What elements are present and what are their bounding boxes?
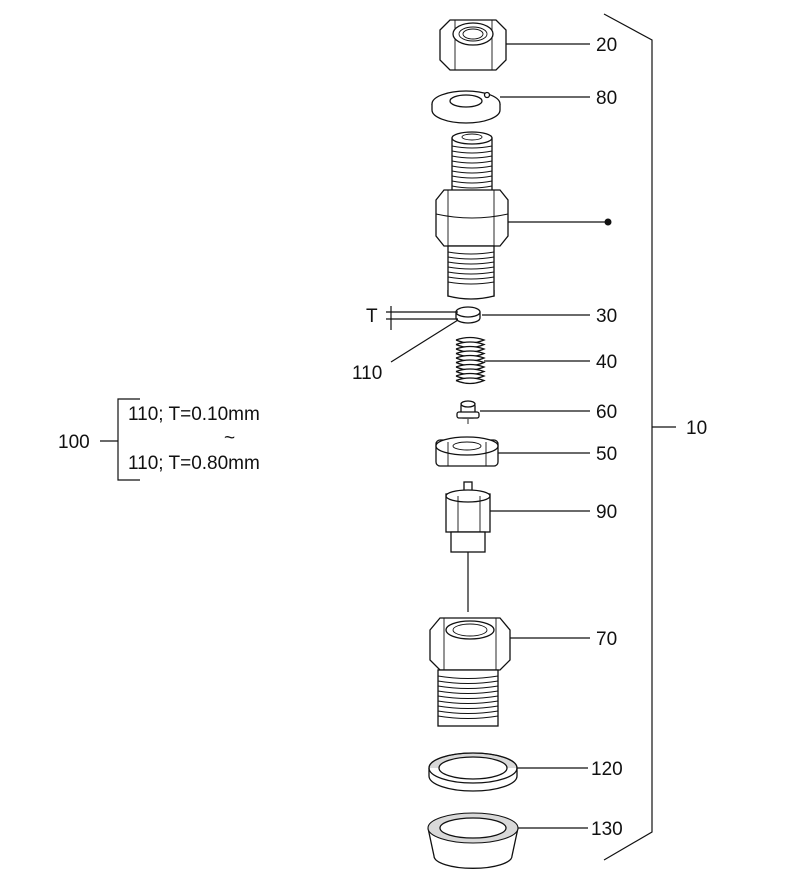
shim-option-range-symbol: ~ [224,428,235,449]
label-50: 50 [596,444,617,465]
line-work [437,680,499,684]
line-work [451,160,493,164]
label-130: 130 [591,819,623,840]
line-work [451,165,493,169]
leader-lines [100,13,676,861]
label-10: 10 [686,418,707,439]
line-work [447,251,495,255]
line-work [455,377,486,385]
line-work [447,276,495,280]
part-20-hex-nut [439,19,507,71]
line-work [437,700,499,704]
line-work [447,281,495,285]
line-work [437,715,499,719]
line-work [447,266,495,270]
line-work [437,690,499,694]
part-130-gasket [427,812,519,869]
part-30-shim [455,306,481,324]
label-120: 120 [591,759,623,780]
line-work [447,261,495,265]
line-work [437,705,499,709]
injector-body [435,131,509,300]
line-work [451,180,493,184]
label-20: 20 [596,35,617,56]
label-90: 90 [596,502,617,523]
body-callout-dot [604,218,612,226]
part-80-washer [431,90,501,124]
label-60: 60 [596,402,617,423]
part-40-spring [455,336,486,385]
line-work [447,271,495,275]
label-100: 100 [58,432,90,453]
part-90-nozzle [445,481,491,612]
line-work [437,685,499,689]
label-30: 30 [596,306,617,327]
part-60-pin [456,400,480,424]
part-120-seal-ring [428,752,518,792]
line-work [451,145,493,149]
label-110: 110 [352,363,382,384]
line-work [437,695,499,699]
shim-option-first: 110; T=0.10mm [128,404,260,425]
line-work [451,175,493,179]
shim-option-last: 110; T=0.80mm [128,453,260,474]
label-thickness-t: T [366,306,378,327]
part-70-retaining-nut [429,617,511,727]
label-80: 80 [596,88,617,109]
line-work [437,710,499,714]
part-50-spacer [435,436,499,467]
line-work [451,185,493,189]
label-40: 40 [596,352,617,373]
line-work [451,170,493,174]
line-work [451,155,493,159]
line-work [437,675,499,679]
line-work [451,150,493,154]
label-70: 70 [596,629,617,650]
line-work [447,256,495,260]
